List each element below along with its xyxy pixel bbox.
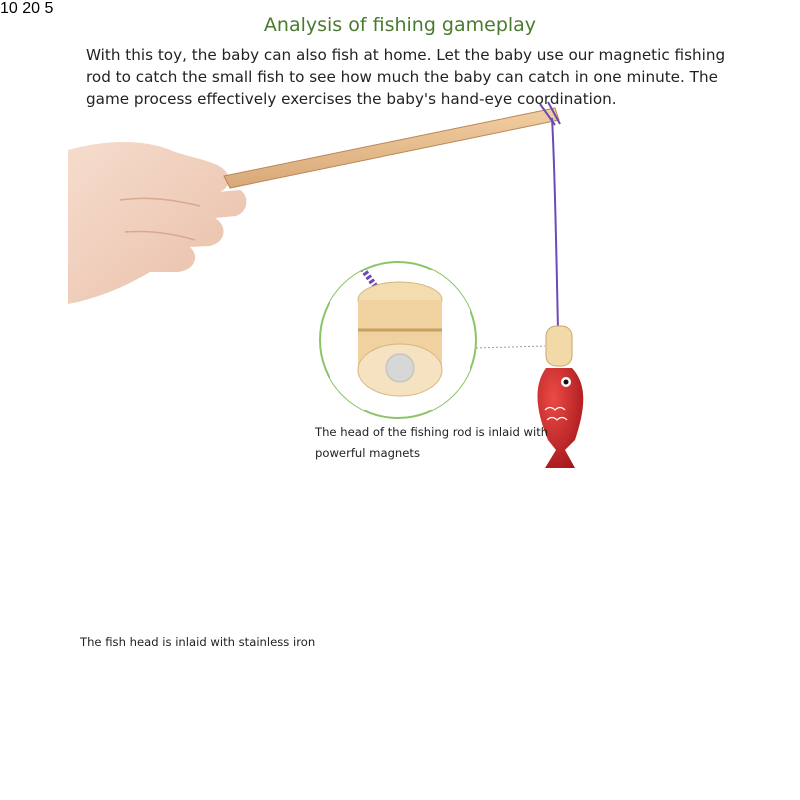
- intro-paragraph: With this toy, the baby can also fish at…: [86, 46, 726, 108]
- rod-head-callout: [319, 261, 546, 419]
- red-fish-hanging: [537, 325, 584, 468]
- board-number-right: 20: [22, 0, 41, 17]
- fish-head-caption: The fish head is inlaid with stainless i…: [80, 635, 316, 649]
- board-number-top: 10: [0, 0, 18, 17]
- fishing-rod: [223, 101, 561, 331]
- hand-graphic: [68, 141, 247, 304]
- board-number-left: 5: [44, 0, 54, 17]
- rod-head-caption: The head of the fishing rod is inlaid wi…: [315, 425, 549, 460]
- page-title: Analysis of fishing gameplay: [263, 14, 537, 36]
